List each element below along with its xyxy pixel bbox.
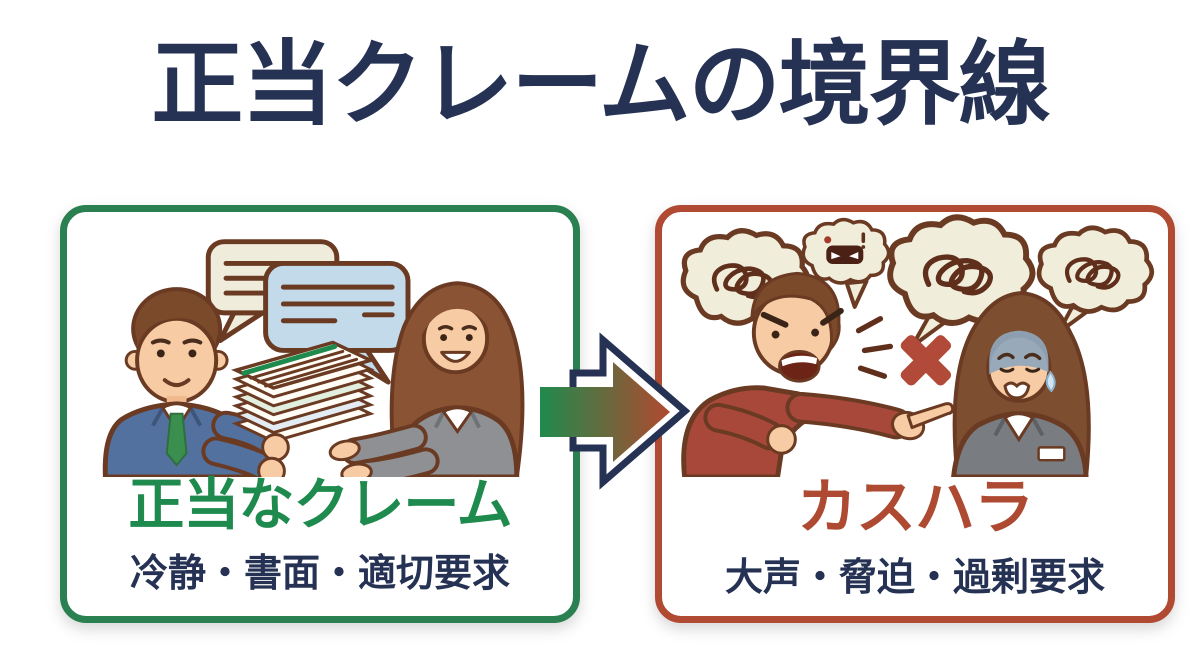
document-highlight-line — [241, 344, 338, 376]
distress-shadow — [989, 330, 1049, 375]
name-tag-icon — [1037, 446, 1066, 462]
x-mark-icon — [900, 335, 952, 386]
legitimate-complaint-illustration — [102, 239, 525, 477]
businessman-hand — [257, 456, 286, 477]
legitimate-complaint-label: 正当なクレーム — [128, 473, 512, 538]
tear-drop-icon — [1045, 370, 1056, 393]
kasuhara-panel: カスハラ 大声・脅迫・過剰要求 — [655, 205, 1175, 623]
kasuhara-subtitle: 大声・脅迫・過剰要求 — [724, 555, 1105, 599]
kasuhara-label: カスハラ — [797, 473, 1034, 543]
arrow-gradient-fill — [540, 362, 670, 462]
distressed-staff-figure — [951, 291, 1091, 477]
angry-customer-figure — [681, 271, 955, 477]
businessman-hand — [261, 432, 290, 462]
kasuhara-illustration — [662, 212, 1168, 477]
document-stack-icon — [231, 340, 376, 443]
legitimate-complaint-panel: 正当なクレーム 冷静・書面・適切要求 — [60, 205, 580, 623]
shout-lines-icon — [855, 316, 893, 379]
legitimate-complaint-subtitle: 冷静・書面・適切要求 — [129, 550, 510, 595]
pointing-finger-icon — [891, 402, 955, 441]
angry-face-bubble-icon — [801, 217, 891, 309]
page-title: 正当クレームの境界線 — [151, 31, 1050, 138]
scribble-thought-bubble-icon — [890, 217, 1032, 349]
transition-arrow-icon — [540, 332, 691, 490]
businessman-figure — [102, 287, 287, 477]
staff-woman-figure — [328, 281, 525, 477]
green-tie-icon — [165, 412, 188, 467]
clenched-fist-icon — [766, 424, 797, 455]
